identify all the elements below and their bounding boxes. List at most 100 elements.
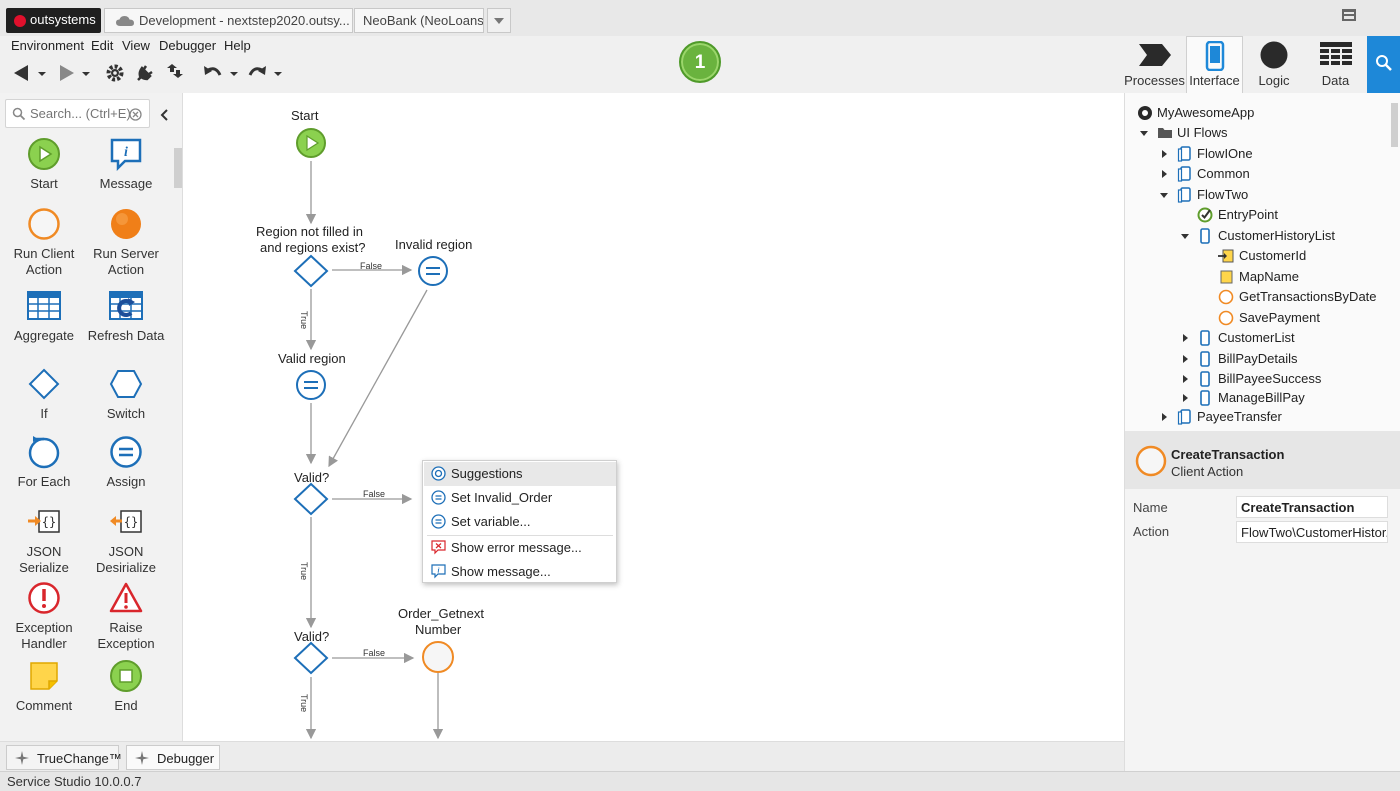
tool-if-label: If — [40, 406, 48, 421]
tool-switch[interactable]: Switch — [85, 367, 167, 422]
toolbox-scrollbar[interactable] — [174, 148, 182, 188]
caret-right-icon[interactable] — [1159, 412, 1169, 422]
ctx-set-variable-label: Set variable... — [451, 514, 531, 529]
tab-debugger[interactable]: Debugger — [126, 745, 220, 770]
caret-down-icon[interactable] — [1139, 128, 1149, 138]
compare-merge-icon[interactable] — [164, 62, 186, 84]
for-each-icon — [28, 436, 60, 469]
prop-action-field[interactable]: FlowTwo\CustomerHistor... — [1236, 521, 1388, 543]
back-arrow-icon[interactable] — [10, 62, 32, 84]
tool-run-client-action-label: Run Client Action — [13, 246, 75, 277]
tool-end[interactable]: End — [85, 659, 167, 714]
ctx-suggestions[interactable]: Suggestions — [424, 462, 616, 486]
menu-view[interactable]: View — [122, 38, 150, 53]
back-dropdown-icon[interactable] — [36, 62, 48, 84]
tab-truechange[interactable]: TrueChange™ — [6, 745, 122, 770]
global-search-button[interactable] — [1367, 36, 1400, 93]
tool-json-serialize[interactable]: {} JSON Serialize — [3, 505, 85, 576]
tool-comment[interactable]: Comment — [3, 659, 85, 714]
undo-icon[interactable] — [202, 62, 224, 84]
tool-if[interactable]: If — [3, 367, 85, 422]
flow-if-node[interactable] — [293, 254, 329, 288]
caret-right-icon[interactable] — [1159, 149, 1169, 159]
caret-right-icon[interactable] — [1180, 374, 1190, 384]
gear-icon[interactable] — [104, 62, 126, 84]
caret-right-icon[interactable] — [1159, 169, 1169, 179]
flow-invalid-region-node[interactable] — [418, 256, 448, 286]
tool-raise-exception[interactable]: Raise Exception — [85, 581, 167, 652]
ctx-set-variable[interactable]: Set variable... — [424, 510, 616, 534]
tool-message[interactable]: i Message — [85, 137, 167, 192]
logic-icon — [1260, 41, 1288, 69]
flow-canvas[interactable]: Start Region not filled in and regions e… — [183, 93, 1124, 741]
menu-environment[interactable]: Environment — [11, 38, 84, 53]
tree-node-label: BillPayDetails — [1218, 351, 1298, 366]
tool-run-server-action-label: Run Server Action — [93, 246, 159, 277]
flow-valid1-node[interactable] — [293, 482, 329, 516]
caret-down-icon[interactable] — [1159, 190, 1169, 200]
toolbox-search-input[interactable] — [30, 106, 130, 121]
tab-logic[interactable]: Logic — [1243, 36, 1305, 93]
outsystems-logo-tab[interactable]: outsystems — [6, 8, 101, 33]
flow-order-getnext-node[interactable] — [422, 641, 454, 673]
caret-right-icon[interactable] — [1180, 354, 1190, 364]
maximize-icon[interactable] — [1342, 9, 1356, 21]
ctx-show-error-message[interactable]: Show error message... — [424, 536, 616, 560]
flow-valid2-node[interactable] — [293, 641, 329, 675]
menu-edit[interactable]: Edit — [91, 38, 114, 53]
menu-debugger[interactable]: Debugger — [159, 38, 217, 53]
tool-refresh-data[interactable]: Refresh Data — [85, 289, 167, 344]
flow-false-label-3: False — [363, 648, 386, 658]
tab-overflow-dropdown[interactable] — [487, 8, 511, 33]
tool-for-each[interactable]: For Each — [3, 435, 85, 490]
toolbox-search[interactable] — [5, 99, 150, 128]
toolbox-panel: Start i Message Run Client Action Run Se… — [0, 93, 183, 741]
tab-data[interactable]: Data — [1305, 36, 1366, 93]
data-grid-icon — [1320, 42, 1352, 65]
tool-aggregate[interactable]: Aggregate — [3, 289, 85, 344]
collapse-toolbox-icon[interactable] — [160, 109, 170, 121]
tab-module[interactable]: NeoBank (NeoLoans) — [354, 8, 484, 33]
flow-connectors — [293, 128, 454, 740]
caret-right-icon[interactable] — [1180, 393, 1190, 403]
minimize-icon[interactable] — [1342, 14, 1356, 16]
tree-node-label: ManageBillPay — [1218, 390, 1305, 405]
ctx-show-message[interactable]: i Show message... — [424, 560, 616, 584]
caret-right-icon[interactable] — [1180, 333, 1190, 343]
caret-down-icon[interactable] — [1180, 231, 1190, 241]
flow-start-node[interactable] — [296, 128, 326, 158]
tab-debugger-label: Debugger — [157, 751, 215, 766]
ctx-divider — [427, 535, 613, 536]
plug-icon[interactable] — [134, 62, 156, 84]
tool-start[interactable]: Start — [3, 137, 85, 192]
flow-if-label-line1: Region not filled in — [256, 224, 363, 239]
menu-help[interactable]: Help — [224, 38, 251, 53]
redo-icon[interactable] — [246, 62, 268, 84]
tool-json-deserialize[interactable]: {} JSON Desirialize — [85, 505, 167, 576]
clear-search-icon[interactable] — [129, 108, 142, 121]
svg-text:{}: {} — [124, 515, 138, 529]
redo-dropdown-icon[interactable] — [272, 62, 284, 84]
menu-bar: Environment Edit View Debugger Help — [0, 36, 1120, 56]
entry-point-icon — [1197, 207, 1213, 223]
screen-icon — [1200, 228, 1210, 244]
undo-dropdown-icon[interactable] — [228, 62, 240, 84]
ctx-suggestions-label: Suggestions — [451, 466, 523, 481]
tab-environment[interactable]: Development - nextstep2020.outsy... — [104, 8, 353, 33]
forward-arrow-icon[interactable] — [56, 62, 78, 84]
ctx-set-invalid-order[interactable]: Set Invalid_Order — [424, 486, 616, 510]
flow-valid-region-node[interactable] — [296, 370, 326, 400]
tab-interface[interactable]: Interface — [1186, 36, 1243, 93]
sparkle-icon — [15, 751, 29, 765]
tool-run-server-action[interactable]: Run Server Action — [85, 207, 167, 278]
flow-order-label-line1: Order_Getnext — [398, 606, 484, 621]
tool-run-client-action[interactable]: Run Client Action — [3, 207, 85, 278]
tree-scrollbar[interactable] — [1391, 103, 1398, 147]
assign-icon — [110, 436, 142, 468]
publish-button[interactable]: 1 — [679, 41, 721, 83]
tool-exception-handler[interactable]: Exception Handler — [3, 581, 85, 652]
forward-dropdown-icon[interactable] — [80, 62, 92, 84]
tab-processes[interactable]: Processes — [1123, 36, 1186, 93]
tool-assign[interactable]: Assign — [85, 435, 167, 490]
prop-name-field[interactable]: CreateTransaction — [1236, 496, 1388, 518]
